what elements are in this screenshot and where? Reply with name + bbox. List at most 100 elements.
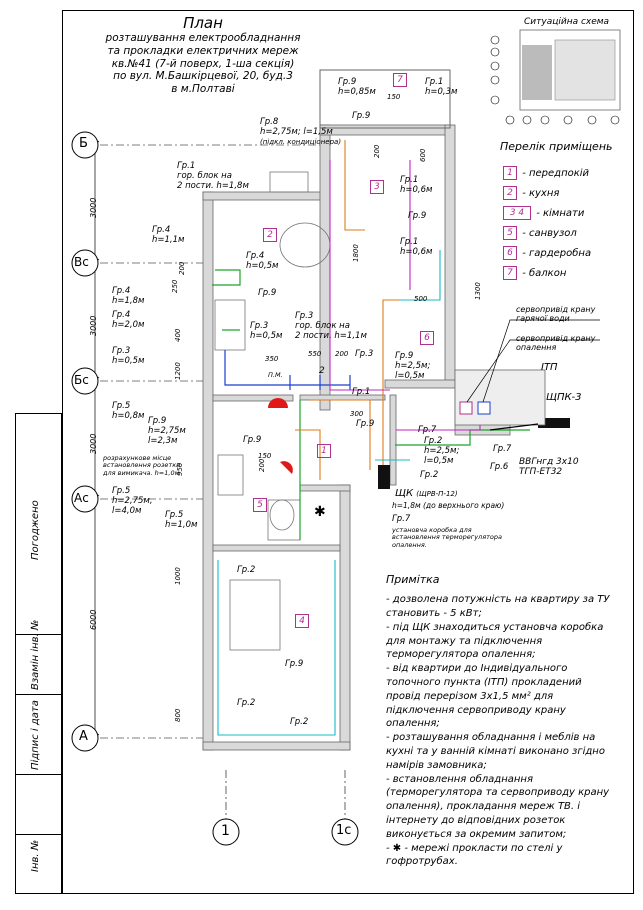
title-line: в м.Полтаві [171, 83, 235, 96]
furniture [214, 171, 331, 651]
dim-text: 400 [174, 328, 182, 342]
dim-3000: 3000 [89, 315, 98, 336]
dim-text: 800 [174, 708, 182, 722]
legend-item: 5 - санвузол [503, 226, 577, 240]
axis-lines [100, 144, 346, 820]
label-gr6: Гр.6 [490, 462, 509, 472]
balcony-outline [319, 69, 451, 129]
legend-item: 3 4 - кімнати [503, 206, 584, 220]
title-line: та прокладки електричних мереж [107, 44, 299, 57]
label-gr9-e: Гр.9 [243, 435, 262, 445]
dim-text: 250 [171, 279, 179, 293]
dim-text: 350 [265, 355, 279, 363]
label-gr2-e: Гр.2 [290, 717, 309, 727]
dim-text: 200 [258, 458, 266, 472]
wire-green [212, 269, 530, 540]
room-tag: 7 [393, 73, 409, 87]
drawing-title: План розташування електрообладнання та п… [80, 14, 326, 96]
dim-text: 1800 [352, 244, 360, 262]
rooms-legend-title: Перелік приміщень [500, 140, 613, 153]
axis-label-row: А [79, 729, 88, 744]
room-tag: 6 [420, 331, 436, 345]
axis-label-row: Б [79, 136, 88, 151]
label-num2: 2 [319, 366, 325, 376]
axis-bubbles [71, 131, 359, 846]
label-gr9-r3: Гр.9 [408, 211, 427, 221]
situation-label: Ситуаційна схема [524, 17, 610, 27]
note-item: - від квартири до Індивідуального топочн… [386, 663, 582, 730]
dim-text: 200 [178, 261, 186, 275]
dim-text: 600 [419, 148, 427, 162]
title-line: по вул. М.Башкірцевої, 20, буд.3 [113, 70, 293, 83]
label-gr7-b: Гр.7 [418, 425, 437, 435]
legend-item: 1 - передпокій [503, 166, 589, 180]
wire-orange [295, 140, 400, 480]
dim-text: 1300 [474, 282, 482, 300]
title-line: розташування електрообладнання [105, 32, 301, 44]
panel-shk [378, 465, 390, 489]
axis-label-row: Ас [74, 491, 89, 505]
label-itp: ІТП [541, 362, 558, 373]
svg-text:✱: ✱ [314, 504, 326, 520]
dim-text: 300 [350, 410, 364, 418]
dim-text: 500 [414, 295, 428, 303]
walls [202, 124, 511, 751]
room-tag: 2 [263, 228, 279, 242]
label-gr2-b: Гр.2 [420, 470, 439, 480]
servo-hot-box [477, 401, 491, 415]
note-item: - дозволена потужність на квартиру за ТУ… [386, 594, 610, 619]
axis-label-row: Вс [74, 255, 89, 269]
itp-box [454, 369, 546, 426]
label-gr2-c: Гр.2 [237, 565, 256, 575]
legend-item: 7 - балкон [503, 266, 566, 280]
label-gr9-f: Гр.9 [285, 659, 304, 669]
panel-shpk [538, 418, 570, 428]
dim-text: 550 [308, 350, 322, 358]
notes-block: Примітка - дозволена потужність на кварт… [386, 572, 618, 869]
dim-text: 150 [387, 93, 401, 101]
dim-text: 950 [176, 462, 184, 476]
dim-3000: 3000 [89, 197, 98, 218]
label-shpk: ЩПК-3 [546, 392, 582, 403]
label-shk: ЩК (ЩРВ-П-12) [395, 488, 458, 499]
wire-cyan [217, 250, 441, 736]
room-tag: 4 [295, 614, 311, 628]
label-gr9-k: Гр.9 [258, 288, 277, 298]
notes-title: Примітка [386, 573, 440, 586]
dim-text: 1200 [174, 362, 182, 380]
wire-blue [224, 350, 351, 390]
note-item: - встановлення обладнання (терморегулято… [386, 773, 610, 840]
label-gr3-d: Гр.3 [355, 349, 374, 359]
label-gr7-c: Гр.7 [392, 514, 411, 524]
legend-item: 2 - кухня [503, 186, 559, 200]
drawing-frame [62, 10, 634, 894]
note-item: - розташування обладнання і меблів на ку… [386, 732, 605, 771]
label-gr2-d: Гр.2 [237, 698, 256, 708]
axis-label-row: Бс [74, 373, 89, 387]
title-block-stamp [15, 413, 62, 894]
title-heading: План [183, 14, 223, 32]
label-gr9-d: Гр.9 [356, 419, 375, 429]
label-gr1-c: Гр.1 [352, 387, 371, 397]
